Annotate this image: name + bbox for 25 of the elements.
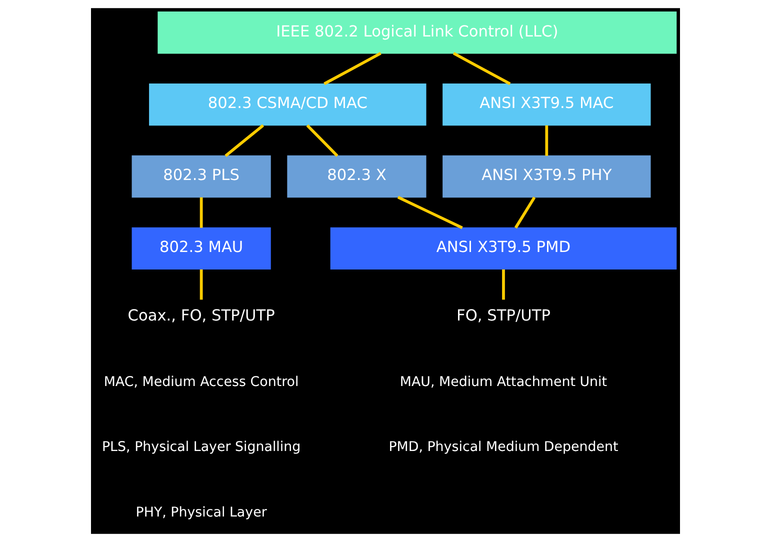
- label: PLS, Physical Layer Signalling: [101, 440, 300, 456]
- connector: [452, 52, 510, 86]
- node-box: ANSI X3T9.5 PMD: [330, 227, 676, 270]
- node-box: 802.3 PLS: [131, 155, 270, 198]
- label: PMD, Physical Medium Dependent: [388, 440, 618, 456]
- connector: [514, 196, 536, 229]
- node-text: FO, STP/UTP: [456, 306, 550, 325]
- node-box: ANSI X3T9.5 PHY: [442, 155, 650, 198]
- label: MAC, Medium Access Control: [103, 374, 298, 390]
- node-box: 802.3 MAU: [131, 227, 270, 270]
- label: MAU, Medium Attachment Unit: [399, 374, 607, 390]
- connector: [306, 124, 338, 157]
- connector: [199, 269, 202, 300]
- connector: [224, 124, 264, 157]
- node-box: 802.3 X: [286, 155, 426, 198]
- node-box: ANSI X3T9.5 MAC: [442, 83, 650, 126]
- connector: [502, 269, 504, 300]
- node-box: IEEE 802.2 Logical Link Control (LLC): [157, 12, 676, 54]
- label: PHY, Physical Layer: [135, 505, 266, 520]
- node-text: Coax., FO, STP/UTP: [127, 306, 274, 325]
- connector: [544, 125, 548, 156]
- connector: [323, 52, 381, 86]
- node-box: 802.3 CSMA/CD MAC: [148, 83, 426, 126]
- connector: [199, 197, 202, 228]
- connector: [396, 196, 462, 230]
